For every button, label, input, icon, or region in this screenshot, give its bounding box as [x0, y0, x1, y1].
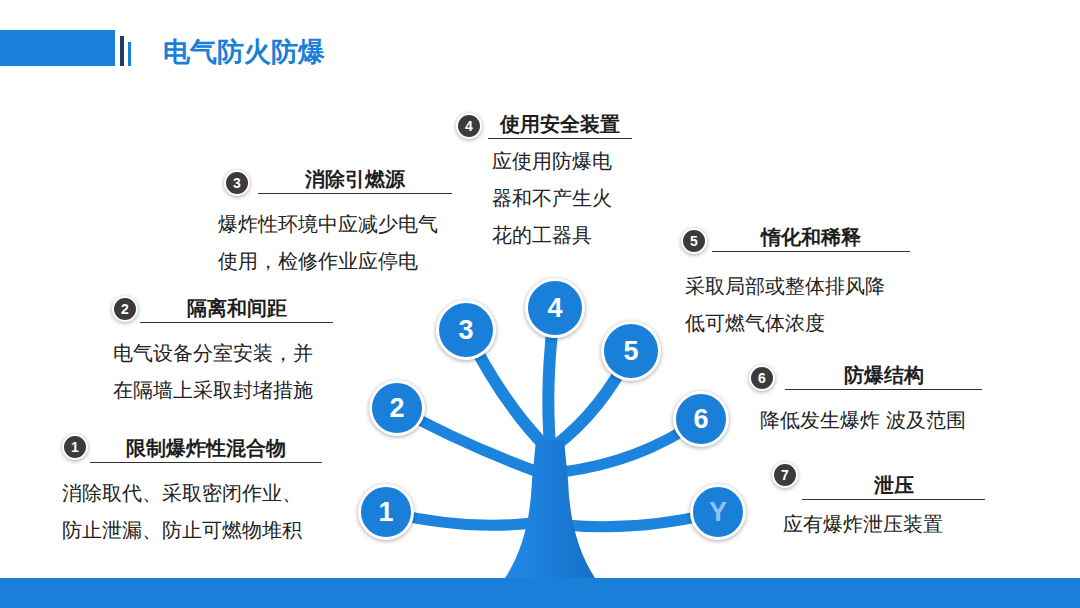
- callout-number: 6: [673, 391, 729, 447]
- measure-item: 1限制爆炸性混合物消除取代、采取密闭作业、 防止泄漏、防止可燃物堆积: [62, 434, 326, 536]
- callout-number: 1: [62, 434, 88, 460]
- slide-title: 电气防火防爆: [163, 33, 325, 71]
- callout-number: 2: [112, 296, 138, 322]
- callout-badge: 2: [112, 296, 138, 322]
- header-bar: [0, 30, 115, 66]
- callout-number: 2: [369, 380, 425, 436]
- header-tick: [128, 42, 131, 66]
- item-heading: 隔离和间距: [140, 295, 333, 323]
- tree-circle: 4: [525, 278, 585, 338]
- measure-item: 6防爆结构降低发生爆炸 波及范围: [749, 362, 1009, 427]
- callout-badge: 7: [772, 462, 798, 488]
- tree-circle: 3: [436, 300, 496, 360]
- item-body: 爆炸性环境中应减少电气 使用，检修作业应停电: [218, 206, 453, 280]
- item-heading: 防爆结构: [785, 362, 982, 390]
- item-heading: 限制爆炸性混合物: [90, 435, 322, 463]
- callout-number: 4: [456, 113, 482, 139]
- callout-number: 1: [358, 484, 414, 540]
- item-heading: 使用安全装置: [488, 111, 632, 139]
- callout-number: 3: [436, 300, 496, 360]
- tree-trunk: [505, 440, 595, 578]
- item-body: 应使用防爆电 器和不产生火 花的工器具: [492, 143, 624, 254]
- callout-badge: 1: [62, 434, 88, 460]
- item-body: 采取局部或整体排风降 低可燃气体浓度: [685, 268, 900, 342]
- measure-item: 7泄压应有爆炸泄压装置: [772, 462, 1002, 527]
- footer-band: [0, 578, 1080, 608]
- callout-number: 7: [772, 462, 798, 488]
- tree-circle: 2: [369, 380, 425, 436]
- callout-badge: 6: [749, 365, 775, 391]
- callout-number: 6: [749, 365, 775, 391]
- callout-badge: 5: [681, 228, 707, 254]
- callout-badge: 3: [224, 170, 250, 196]
- callout-number: 3: [224, 170, 250, 196]
- item-body: 应有爆炸泄压装置: [783, 506, 998, 543]
- tree-circle: 1: [358, 484, 414, 540]
- tree-circle: Y: [690, 484, 746, 540]
- item-body: 降低发生爆炸 波及范围: [760, 402, 1005, 439]
- callout-number: 5: [601, 321, 661, 381]
- callout-number: 4: [525, 278, 585, 338]
- callout-number: Y: [690, 484, 746, 540]
- tree-circle: 5: [601, 321, 661, 381]
- item-body: 消除取代、采取密闭作业、 防止泄漏、防止可燃物堆积: [62, 475, 314, 549]
- header-tick: [120, 36, 124, 66]
- measure-item: 3消除引燃源爆炸性环境中应减少电气 使用，检修作业应停电: [218, 166, 457, 268]
- tree-circle: 6: [673, 391, 729, 447]
- measure-item: 2隔离和间距电气设备分室安装，并 在隔墙上采取封堵措施: [112, 295, 337, 397]
- item-heading: 惰化和稀释: [712, 224, 910, 252]
- item-body: 电气设备分室安装，并 在隔墙上采取封堵措施: [113, 335, 328, 409]
- item-heading: 泄压: [802, 472, 985, 500]
- item-heading: 消除引燃源: [258, 166, 452, 194]
- callout-badge: 4: [456, 113, 482, 139]
- measure-item: 4使用安全装置应使用防爆电 器和不产生火 花的工器具: [456, 111, 636, 250]
- callout-number: 5: [681, 228, 707, 254]
- measure-item: 5惰化和稀释采取局部或整体排风降 低可燃气体浓度: [681, 224, 914, 326]
